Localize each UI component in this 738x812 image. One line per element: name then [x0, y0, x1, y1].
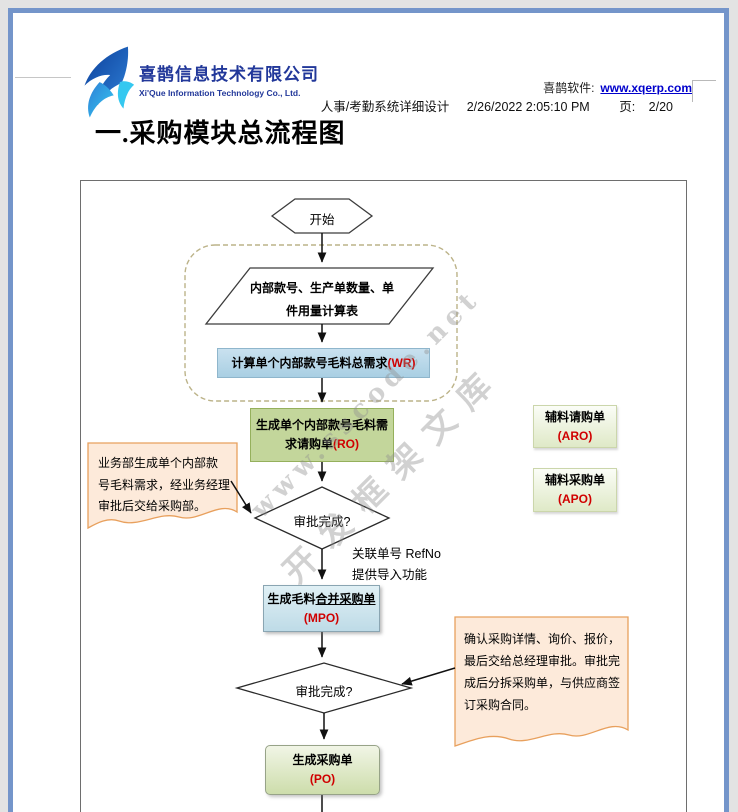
apo-code: (APO): [558, 492, 592, 506]
logo-text: 喜鹊信息技术有限公司 Xi'Que Information Technology…: [139, 43, 319, 123]
input-doc-line2: 件用量计算表: [285, 304, 358, 318]
po-label: 生成采购单: [292, 753, 353, 767]
page-label: 页:: [619, 100, 636, 114]
software-label: 喜鹊软件:: [543, 81, 595, 95]
decision1-label: 审批完成?: [293, 515, 351, 529]
ro-process-box: 生成单个内部款号毛料需 求请购单(RO): [250, 408, 394, 462]
right-note-line1: 确认采购详情、询价、报价，: [464, 632, 621, 646]
wr-label: 计算单个内部款号毛料总需求: [231, 355, 388, 370]
right-note-line4: 订采购合同。: [464, 698, 537, 712]
document-page: 喜鹊信息技术有限公司 Xi'Que Information Technology…: [8, 8, 729, 812]
decision2-label: 审批完成?: [295, 685, 353, 699]
company-name-cn: 喜鹊信息技术有限公司: [139, 65, 319, 84]
mpo-line1: 生成毛料合并采购单: [267, 590, 375, 609]
input-doc-label: 内部款号、生产单数量、单 件用量计算表: [209, 277, 435, 323]
software-link[interactable]: www.xqerp.com: [600, 81, 692, 95]
apo-label: 辅料采购单: [544, 473, 605, 487]
header-margin-mark-right: [692, 80, 716, 102]
flowchart-canvas: www.sscode.net 开发框架文库 开始 内部款号、生产单数量、单 件用…: [80, 180, 687, 812]
mpo-emphasis: 合并采购单: [315, 591, 376, 606]
right-note-line3: 成后分拆采购单，与供应商签: [464, 676, 621, 690]
connector-leftnote-to-decision1: [230, 480, 252, 514]
header-margin-mark-left: [15, 77, 71, 78]
start-label: 开始: [309, 213, 335, 227]
page-number: 2/20: [648, 100, 673, 114]
decision1-diamond: [253, 486, 391, 550]
company-name-en: Xi'Que Information Technology Co., Ltd.: [139, 88, 301, 98]
mpo-prefix: 生成毛料: [267, 591, 316, 606]
left-note-shape: [87, 442, 238, 530]
aro-label: 辅料请购单: [544, 409, 605, 424]
apo-box: 辅料采购单 (APO): [533, 468, 617, 512]
left-note-line2: 号毛料需求，经业务经理: [98, 477, 231, 492]
header-doc-line: 人事/考勤系统详细设计 2/26/2022 2:05:10 PM 页: 2/20: [13, 96, 673, 115]
left-note-text: 业务部生成单个内部款 号毛料需求，经业务经理 审批后交给采购部。: [98, 453, 234, 518]
ro-line2: 求请购单(RO): [285, 435, 359, 454]
aro-box: 辅料请购单 (ARO): [533, 405, 617, 448]
magpie-bird-icon: [84, 46, 135, 118]
po-code: (PO): [309, 772, 336, 786]
header-software-line: 喜鹊软件: www.xqerp.com: [13, 79, 692, 96]
refno-line1: 关联单号 RefNo: [352, 547, 441, 561]
left-note-line3: 审批后交给采购部。: [98, 499, 207, 513]
section-title: 一.采购模块总流程图: [95, 119, 346, 148]
mpo-code: (MPO): [303, 610, 340, 625]
decision2-diamond: [234, 662, 414, 714]
doc-datetime: 2/26/2022 2:05:10 PM: [466, 100, 590, 114]
doc-title-text: 人事/考勤系统详细设计: [320, 100, 450, 114]
right-note-text: 确认采购详情、询价、报价， 最后交给总经理审批。审批完 成后分拆采购单，与供应商…: [464, 628, 626, 716]
refno-annotation: 关联单号 RefNo 提供导入功能: [352, 544, 482, 586]
wr-code: (WR): [387, 355, 416, 370]
aro-code: (ARO): [557, 428, 593, 443]
connector-rightnote-to-decision2: [401, 667, 456, 686]
right-note-shape: [454, 616, 629, 747]
ro-line1: 生成单个内部款号毛料需: [255, 418, 388, 432]
wr-process-box: 计算单个内部款号毛料总需求(WR): [217, 348, 430, 378]
company-logo: 喜鹊信息技术有限公司 Xi'Que Information Technology…: [73, 43, 319, 123]
flowchart-shapes: [87, 198, 629, 812]
mpo-process-box: 生成毛料合并采购单 (MPO): [263, 585, 380, 632]
start-hexagon: [270, 198, 374, 234]
po-process-box: 生成采购单 (PO): [265, 745, 380, 795]
right-note-line2: 最后交给总经理审批。审批完: [464, 654, 621, 668]
refno-line2: 提供导入功能: [352, 568, 428, 582]
ro-line2-text: 求请购单: [284, 437, 333, 451]
input-doc-line1: 内部款号、生产单数量、单: [249, 281, 394, 295]
left-note-line1: 业务部生成单个内部款: [98, 456, 219, 470]
ro-code: (RO): [333, 437, 359, 451]
input-parallelogram: [204, 267, 435, 325]
